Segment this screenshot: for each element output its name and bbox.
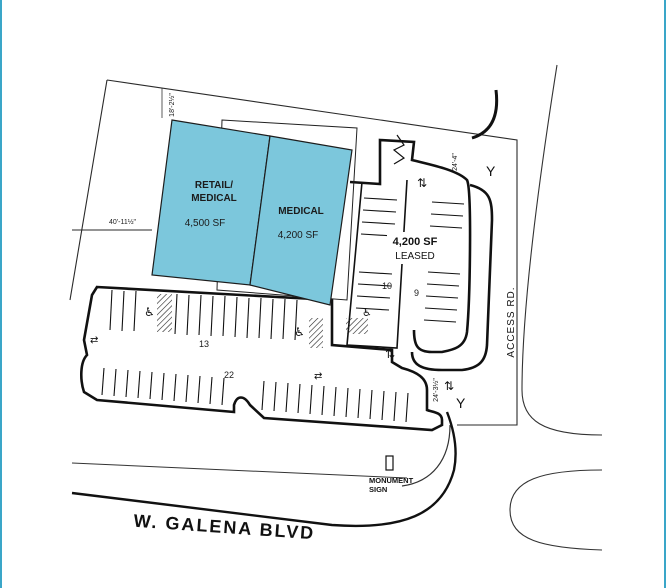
dimension-right-bottom: 24'-3½" xyxy=(432,378,440,402)
parking-stalls-upper xyxy=(109,289,298,341)
parking-stalls-center xyxy=(355,197,465,323)
access-road-left-edge xyxy=(521,64,603,436)
accessible-aisle-left xyxy=(157,294,172,332)
boulevard-curb xyxy=(401,424,451,487)
drive-aisle-curb xyxy=(349,138,472,354)
accessible-aisle-center xyxy=(309,318,323,348)
monument-sign-icon xyxy=(385,455,394,471)
monument-line1: MONUMENT xyxy=(369,476,414,485)
property-line xyxy=(69,79,518,426)
accessible-icon: ♿ xyxy=(144,305,155,319)
traffic-arrows-icon: ⇅ xyxy=(444,379,454,393)
stall-count-center-right: 9 xyxy=(414,288,419,298)
leased-label-bg xyxy=(387,232,443,264)
building-medical: MEDICAL 4,200 SF xyxy=(249,135,353,306)
turn-arrow-icon: Y xyxy=(486,163,496,179)
leased-status: LEASED xyxy=(395,251,434,262)
stall-count-left: 13 xyxy=(199,339,209,349)
traffic-arrows-icon: ⇅ xyxy=(417,176,427,190)
accessible-icon: ♿ xyxy=(362,307,372,319)
dimension-right-top: 24'-4" xyxy=(452,153,459,171)
stall-count-center-left: 10 xyxy=(382,281,392,291)
traffic-arrows-icon: ⇄ xyxy=(314,371,322,382)
access-road-right-edge xyxy=(509,469,603,551)
building-retail-medical: RETAIL/ MEDICAL 4,500 SF xyxy=(151,119,271,286)
traffic-arrows-icon: ⇄ xyxy=(90,335,98,346)
leased-area: 4,200 SF xyxy=(393,236,438,248)
stall-count-bottom: 22 xyxy=(224,370,234,380)
building-1-name-line2: MEDICAL xyxy=(191,193,237,204)
drive-thru-marker xyxy=(392,134,406,165)
parking-stalls-lower xyxy=(101,367,409,423)
parking-curb xyxy=(80,285,444,432)
entry-curb-top xyxy=(471,89,499,140)
building-1-name-line1: RETAIL/ xyxy=(195,180,233,191)
traffic-arrows-icon: ⇅ xyxy=(385,347,395,361)
accessible-aisle-right xyxy=(346,318,368,334)
dimension-top: 18'-2½" xyxy=(168,93,176,117)
building-1-area: 4,500 SF xyxy=(185,218,226,229)
right-island xyxy=(410,183,494,372)
building-2-name: MEDICAL xyxy=(278,206,324,217)
accessible-icon: ♿ xyxy=(294,325,305,339)
access-road-label: ACCESS RD. xyxy=(506,286,517,357)
boulevard-edge-top xyxy=(71,462,408,479)
building-2-area: 4,200 SF xyxy=(278,230,319,241)
dimension-left: 40'-11½" xyxy=(109,218,137,226)
turn-arrow-icon: Y xyxy=(456,395,466,411)
boulevard-edge-bottom xyxy=(71,411,457,528)
boulevard-label: W. GALENA BLVD xyxy=(133,511,316,544)
monument-line2: SIGN xyxy=(369,485,387,494)
